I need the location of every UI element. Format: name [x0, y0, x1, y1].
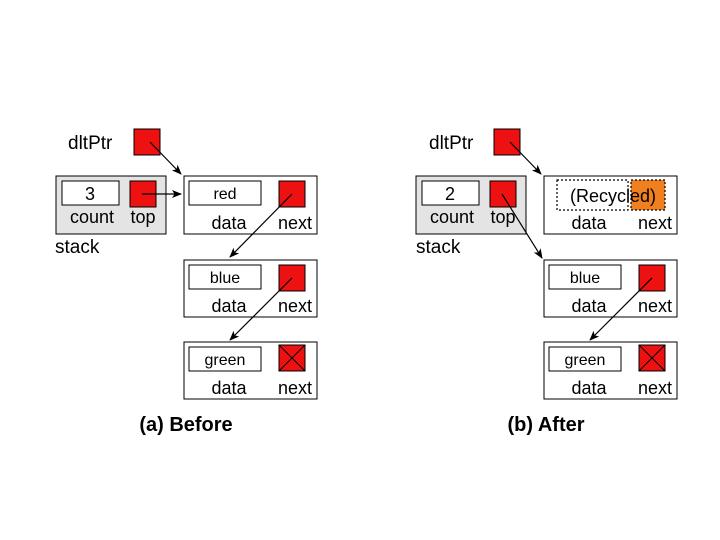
before-caption: (a) Before — [139, 414, 232, 436]
before-node-blue-next-arrow — [229, 277, 293, 341]
before-node-red-data: red — [213, 186, 236, 203]
after-node-blue-data-label: data — [571, 296, 607, 316]
before-node-green-data: green — [205, 352, 246, 369]
before-node-blue-data: blue — [210, 270, 240, 287]
after-dltptr-arrow — [509, 141, 542, 175]
after-node-blue-next-arrow — [589, 277, 653, 341]
after-top-arrow — [501, 193, 543, 259]
after-count-value: 2 — [445, 184, 455, 204]
after-stack-label: stack — [416, 237, 461, 258]
after-recycled-label: (Recycled) — [570, 186, 656, 206]
before-node-green-next-label: next — [278, 378, 312, 398]
before-node-red-next-label: next — [278, 213, 312, 233]
before-node-red-data-label: data — [211, 213, 247, 233]
after-node-recycled-data-label: data — [571, 213, 607, 233]
after-node-green-next-label: next — [638, 378, 672, 398]
before-panel: dltPtr 3 count top stack red data next b… — [55, 128, 318, 436]
after-top-pointer — [489, 180, 517, 208]
before-top-label: top — [130, 207, 155, 227]
after-pointer-label: dltPtr — [429, 133, 474, 154]
before-count-value: 3 — [85, 184, 95, 204]
after-top-label: top — [490, 207, 515, 227]
before-node-red-data-field — [188, 180, 262, 206]
after-panel: dltPtr 2 count top stack (Recycled) data… — [415, 128, 678, 436]
before-node-blue-next-label: next — [278, 296, 312, 316]
after-node-green-data-field — [548, 346, 622, 372]
after-dltptr-box — [493, 128, 521, 156]
after-node-blue-data-field — [548, 264, 622, 290]
after-node-green-data: green — [565, 352, 606, 369]
after-count-field — [421, 180, 480, 206]
after-node-recycled-next-label: next — [638, 213, 672, 233]
after-node-green-data-label: data — [571, 378, 607, 398]
before-node-green-data-label: data — [211, 378, 247, 398]
before-node-green-null-pointer — [278, 344, 306, 372]
before-dltptr-box — [133, 128, 161, 156]
before-node-green-data-field — [188, 346, 262, 372]
after-count-label: count — [430, 207, 474, 227]
after-recycled-data-field — [556, 179, 629, 211]
before-count-field — [61, 180, 120, 206]
before-pointer-label: dltPtr — [68, 133, 113, 154]
after-node-blue-data: blue — [570, 270, 600, 287]
before-node-blue-data-field — [188, 264, 262, 290]
after-recycled-next-pointer — [630, 179, 666, 211]
before-stack-label: stack — [55, 237, 100, 258]
before-node-red-next-arrow — [229, 193, 293, 258]
before-count-label: count — [70, 207, 114, 227]
after-node-blue-next-label: next — [638, 296, 672, 316]
after-node-green-null-pointer — [638, 344, 666, 372]
before-dltptr-arrow — [149, 141, 182, 175]
before-node-blue-data-label: data — [211, 296, 247, 316]
after-caption: (b) After — [507, 414, 584, 436]
